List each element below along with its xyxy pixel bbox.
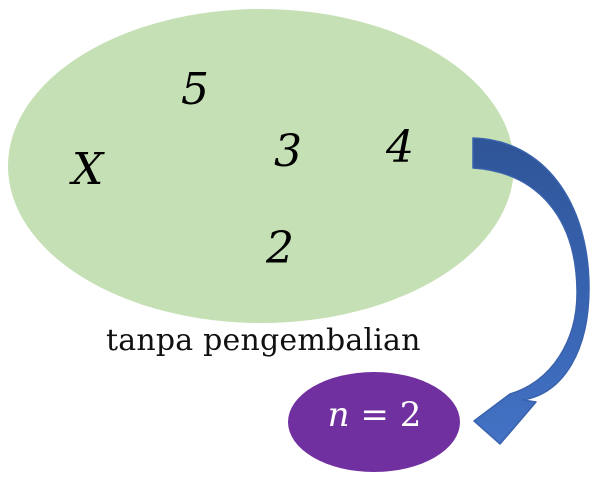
curved-arrow-icon bbox=[472, 137, 590, 445]
sample-size-operator: = bbox=[360, 395, 389, 435]
population-ellipse bbox=[8, 9, 514, 323]
sample-size-variable: n bbox=[327, 395, 350, 435]
sample-size-label: n = 2 bbox=[289, 398, 460, 432]
population-element-5: 5 bbox=[181, 64, 209, 115]
population-set-label: X bbox=[72, 144, 104, 195]
sampling-caption: tanpa pengembalian bbox=[106, 323, 421, 358]
population-element-4: 4 bbox=[386, 122, 414, 173]
population-element-2: 2 bbox=[266, 223, 294, 274]
population-element-3: 3 bbox=[274, 126, 302, 177]
sample-ellipse bbox=[288, 372, 460, 472]
sample-size-value: 2 bbox=[399, 395, 422, 435]
